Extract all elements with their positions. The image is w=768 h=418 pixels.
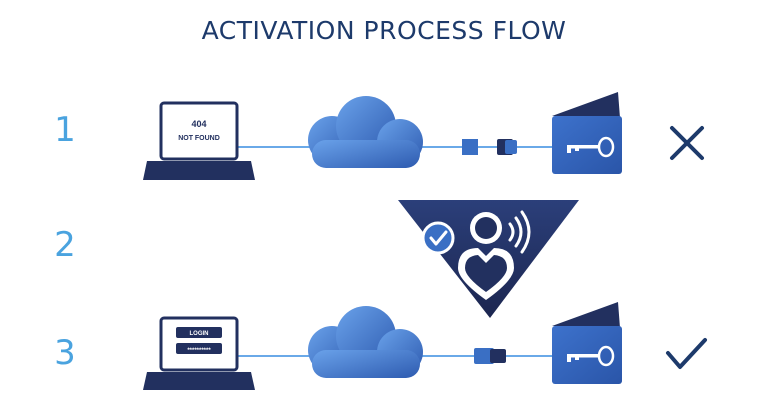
password-mask-text: ********** xyxy=(187,348,211,354)
error-code-text: 404 xyxy=(191,119,206,129)
key-wallet-icon xyxy=(552,92,622,174)
cloud-icon xyxy=(308,96,423,168)
step-number-3: 3 xyxy=(54,333,76,373)
connector-block-icon xyxy=(462,139,478,155)
step-number-1: 1 xyxy=(54,110,76,150)
key-wallet-icon xyxy=(552,302,622,384)
password-field xyxy=(176,343,222,354)
error-message-text: NOT FOUND xyxy=(178,135,220,142)
laptop-icon: 404 NOT FOUND xyxy=(143,101,255,180)
login-button-label: LOGIN xyxy=(190,331,209,337)
login-button xyxy=(176,327,222,338)
cloud-icon xyxy=(308,306,423,378)
plug-connector-icon xyxy=(497,139,517,155)
step-number-2: 2 xyxy=(54,225,76,265)
check-icon xyxy=(666,338,707,369)
page-title: ACTIVATION PROCESS FLOW xyxy=(201,16,567,45)
row-3: LOGIN ********** xyxy=(143,302,707,390)
row-2 xyxy=(398,200,579,318)
row-1: 404 NOT FOUND xyxy=(143,92,704,180)
verified-check-badge-icon xyxy=(421,221,455,255)
cross-icon xyxy=(670,126,704,160)
user-verified-icon xyxy=(458,210,531,300)
connected-plug-icon xyxy=(474,348,506,364)
laptop-icon: LOGIN ********** xyxy=(143,316,255,390)
